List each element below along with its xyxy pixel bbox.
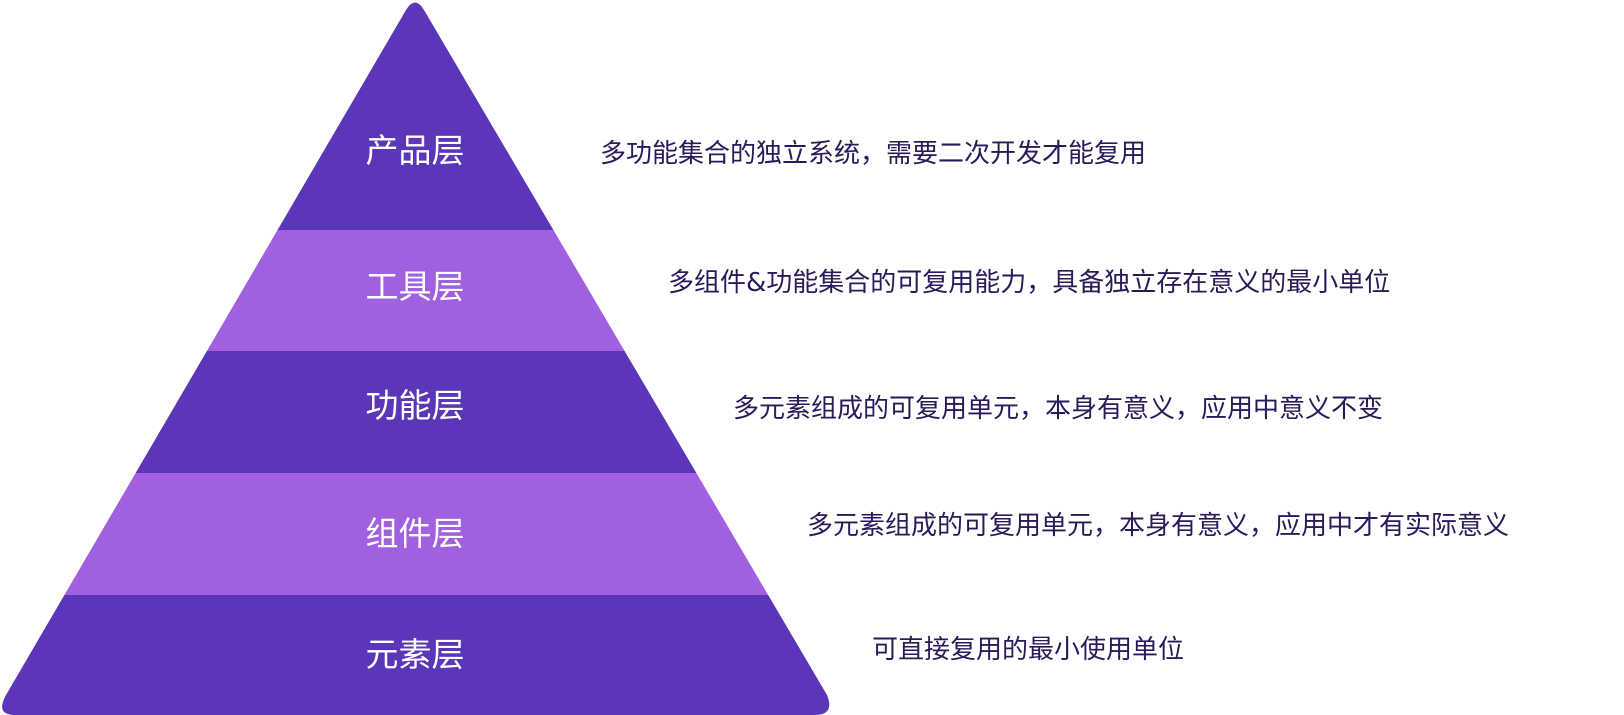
layer-label-component: 组件层 xyxy=(365,514,465,553)
pyramid-band-component xyxy=(2,473,830,595)
pyramid-band-element xyxy=(2,595,830,715)
layer-label-element: 元素层 xyxy=(365,635,465,674)
layer-label-tool: 工具层 xyxy=(365,267,465,306)
layer-desc-function: 多元素组成的可复用单元，本身有意义，应用中意义不变 xyxy=(733,394,1384,424)
layer-label-function: 功能层 xyxy=(365,386,465,425)
layer-desc-product: 多功能集合的独立系统，需要二次开发才能复用 xyxy=(600,139,1147,169)
layer-label-product: 产品层 xyxy=(365,131,465,170)
pyramid-band-product xyxy=(2,2,830,230)
layer-desc-tool: 多组件&功能集合的可复用能力，具备独立存在意义的最小单位 xyxy=(668,268,1391,298)
layer-desc-element: 可直接复用的最小使用单位 xyxy=(872,635,1185,665)
layer-desc-component: 多元素组成的可复用单元，本身有意义，应用中才有实际意义 xyxy=(807,511,1510,541)
